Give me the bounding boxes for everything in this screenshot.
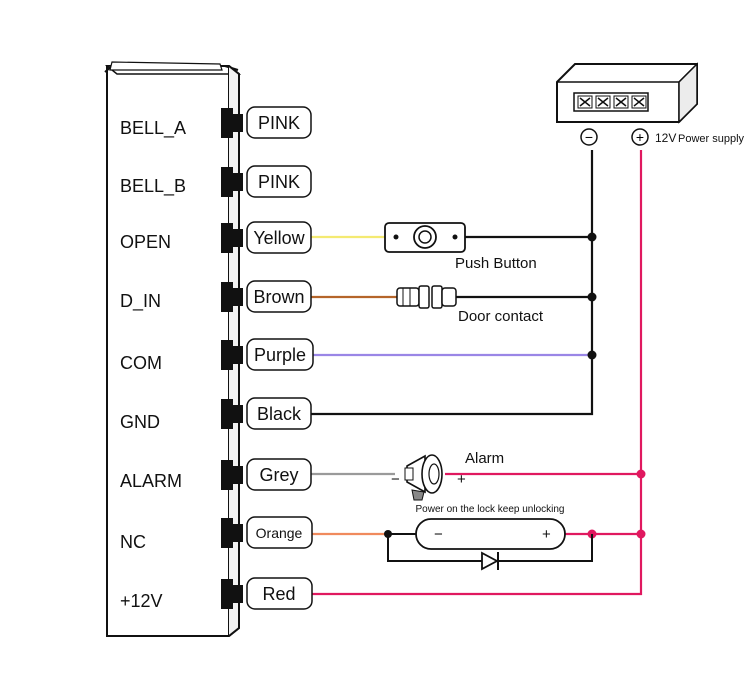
push-button-device: Push Button [384, 222, 537, 272]
terminal-open: OPEN [120, 232, 171, 252]
wire-label-gnd: Black [257, 404, 302, 424]
terminal-12v: +12V [120, 591, 163, 611]
terminal-gnd: GND [120, 412, 160, 432]
door-contact-label: Door contact [458, 308, 544, 325]
alarm-label: Alarm [465, 450, 504, 467]
lock-plus: + [542, 526, 551, 543]
junctions [384, 232, 646, 539]
ps-minus-symbol: − [585, 129, 593, 145]
lock-minus: − [434, 526, 443, 543]
controller-unit [104, 61, 242, 637]
wire-labels: PINK PINK Yellow Brown Purple Black Grey… [246, 106, 314, 610]
wire-label-bell-a: PINK [258, 113, 300, 133]
red-wire [312, 150, 643, 596]
black-wire [310, 150, 594, 416]
terminal-nc: NC [120, 532, 146, 552]
terminal-screws [573, 92, 649, 112]
alarm-device: Alarm − + [391, 450, 504, 501]
lock-note: Power on the lock keep unlocking [416, 504, 565, 515]
plus-terminal-icon [631, 128, 649, 146]
connector-blocks [221, 108, 243, 609]
ps-label: Power supply [678, 133, 745, 145]
terminal-d-in: D_IN [120, 291, 161, 312]
terminal-alarm: ALARM [120, 471, 182, 491]
alarm-plus: + [457, 471, 466, 488]
door-contact-device: Door contact [396, 285, 544, 325]
wire-label-bell-b: PINK [258, 172, 300, 192]
power-supply: − + 12V Power supply [556, 62, 745, 146]
push-button-label: Push Button [455, 255, 537, 272]
wire-label-d-in: Brown [253, 287, 304, 307]
wire-label-com: Purple [254, 345, 306, 365]
terminal-bell-a: BELL_A [120, 118, 186, 139]
terminal-bell-b: BELL_B [120, 176, 186, 197]
alarm-minus: − [391, 471, 400, 488]
terminal-labels: BELL_A BELL_B OPEN D_IN COM GND ALARM NC… [120, 118, 186, 611]
ps-voltage: 12V [655, 131, 676, 145]
wire-label-alarm: Grey [259, 465, 298, 485]
wire-label-12v: Red [262, 584, 295, 604]
minus-terminal-icon [580, 128, 598, 146]
diode-icon [481, 551, 499, 571]
terminal-com: COM [120, 353, 162, 373]
wire-label-nc: Orange [256, 525, 303, 541]
lock-device: Power on the lock keep unlocking − + [387, 504, 593, 571]
wire-label-open: Yellow [253, 228, 305, 248]
ps-plus-symbol: + [636, 129, 644, 145]
